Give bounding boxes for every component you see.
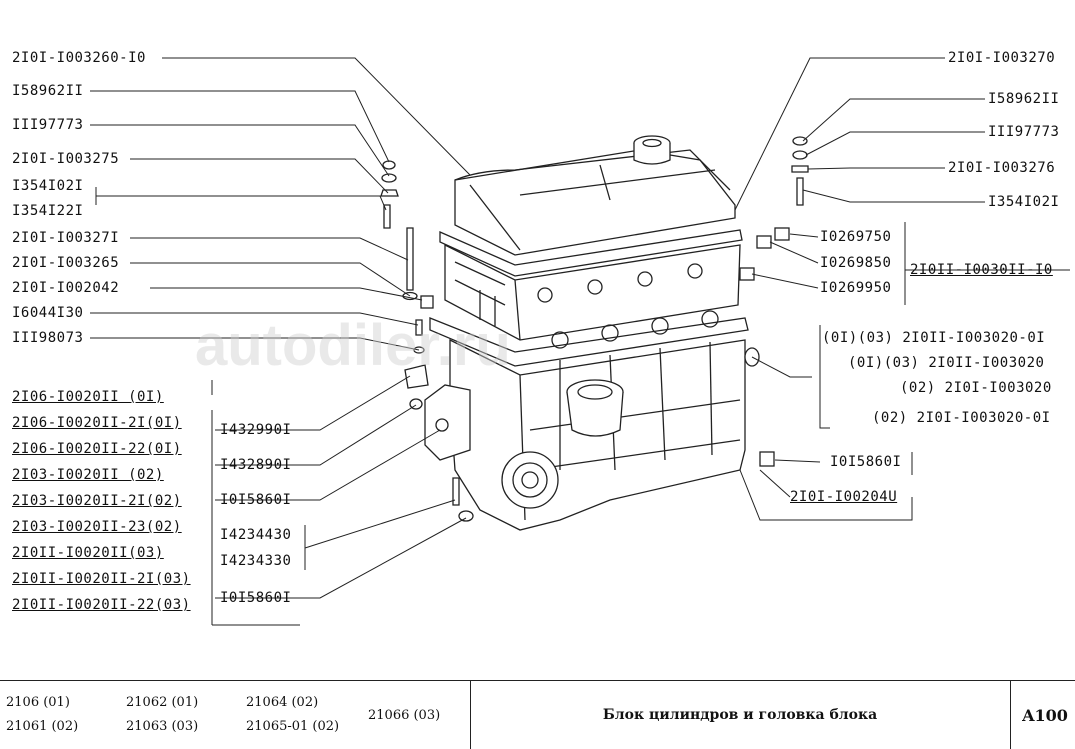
part-label: 2I0I-I003276 (948, 160, 1056, 176)
part-label: (0I)(03) 2I0II-I003020-0I (822, 330, 1046, 346)
page-title: Блок цилиндров и головка блока (602, 707, 878, 723)
part-label: I354I22I (12, 203, 84, 219)
part-label: 2I0I-I002042 (12, 280, 120, 296)
leader-lines-left (90, 57, 471, 625)
part-label: I6044I30 (12, 305, 84, 321)
leader-lines-right (734, 57, 1070, 521)
model-code: 21062 (01) (126, 695, 199, 710)
part-label: I0269750 (820, 229, 892, 245)
part-label: 2I0I-I003270 (948, 50, 1056, 66)
part-label: I4234330 (220, 553, 292, 569)
part-label: III97773 (12, 117, 84, 133)
footer-divider (470, 681, 471, 749)
part-label: I58962II (12, 83, 84, 99)
part-label: I0269850 (820, 255, 892, 271)
model-code: 2106 (01) (6, 695, 70, 710)
model-code: 21064 (02) (246, 695, 319, 710)
part-label: (0I)(03) 2I0II-I003020 (848, 355, 1045, 371)
part-label: (02) 2I0I-I003020-0I (872, 410, 1051, 426)
variant-label: 2I06-I0020II-22(0I) (12, 441, 182, 457)
part-label: 2I0I-I00204U (790, 489, 898, 505)
variant-label: 2I03-I0020II (02) (12, 467, 164, 483)
page-code: A100 (1022, 706, 1068, 725)
variant-label: 2I0II-I0020II-2I(03) (12, 571, 191, 587)
part-label: III97773 (988, 124, 1060, 140)
part-label: 2I0I-I00327I (12, 230, 120, 246)
model-code: 21065-01 (02) (246, 719, 340, 734)
model-code: 21061 (02) (6, 719, 79, 734)
footer-divider (1010, 681, 1011, 749)
part-label: 2I0I-I003260-I0 (12, 50, 146, 66)
part-label: I0I5860I (220, 590, 292, 606)
variant-label: 2I03-I0020II-23(02) (12, 519, 182, 535)
engine-diagram (90, 57, 1070, 626)
part-label: I4234430 (220, 527, 292, 543)
part-label: I0I5860I (220, 492, 292, 508)
variant-label: 2I0II-I0020II(03) (12, 545, 164, 561)
part-label: 2I0I-I003275 (12, 151, 120, 167)
part-label: I432890I (220, 457, 292, 473)
model-code: 21066 (03) (368, 708, 441, 723)
footer: 2106 (01) 21062 (01) 21064 (02) 21066 (0… (0, 680, 1075, 749)
variant-label: 2I0II-I0020II-22(03) (12, 597, 191, 613)
part-label: III98073 (12, 330, 84, 346)
watermark: autodiler.ru (195, 313, 511, 378)
part-label: I0I5860I (830, 454, 902, 470)
engine-illustration (380, 135, 809, 531)
variant-label: 2I06-I0020II-2I(0I) (12, 415, 182, 431)
part-label: I354I02I (988, 194, 1060, 210)
part-label: 2I0I-I003265 (12, 255, 120, 271)
part-label: I0269950 (820, 280, 892, 296)
part-label: 2I0II-I0030II-I0 (910, 262, 1053, 278)
variant-label: 2I03-I0020II-2I(02) (12, 493, 182, 509)
part-label: I354I02I (12, 178, 84, 194)
part-label: I58962II (988, 91, 1060, 107)
part-label: I432990I (220, 422, 292, 438)
part-label: (02) 2I0I-I003020 (900, 380, 1052, 396)
leader-lines-center (212, 375, 467, 626)
variant-label: 2I06-I0020II (0I) (12, 389, 164, 405)
model-code: 21063 (03) (126, 719, 199, 734)
